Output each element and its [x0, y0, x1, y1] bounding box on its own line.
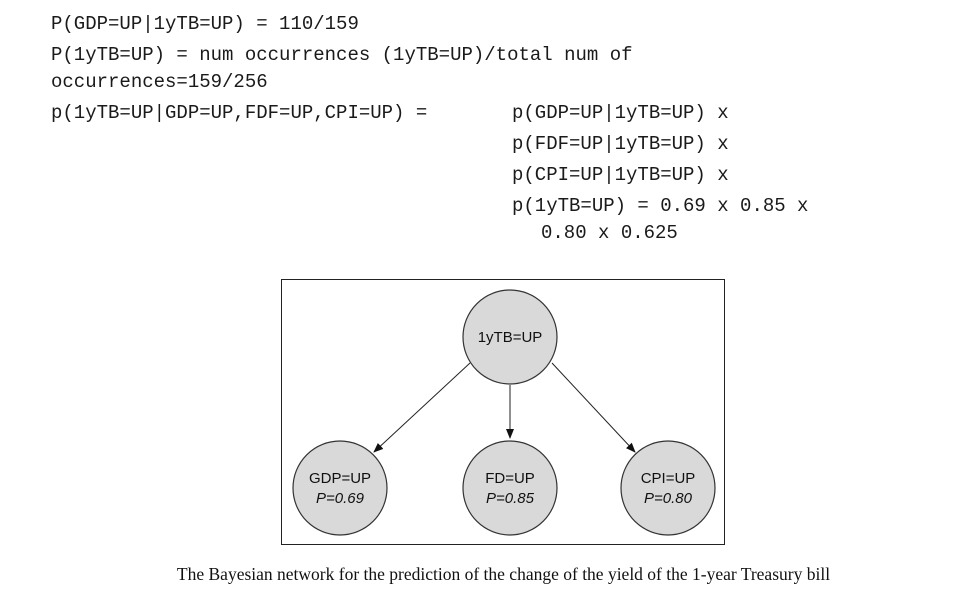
edge-root-to-gdp — [373, 362, 471, 453]
node-fd-prob: P=0.85 — [486, 490, 535, 507]
node-cpi-label: CPI=UP — [641, 470, 696, 487]
node-root-circle — [462, 289, 558, 385]
node-gdp-label: GDP=UP — [309, 470, 371, 487]
bayesian-network-diagram: 1yTB=UP GDP=UP P=0.69 FD=UP P=0.85 CPI=U… — [281, 279, 725, 545]
node-fd: FD=UP P=0.85 — [462, 440, 558, 536]
equation-line-4-right: p(GDP=UP|1yTB=UP) x — [512, 102, 729, 124]
equation-line-7: p(1yTB=UP) = 0.69 x 0.85 x — [512, 195, 809, 217]
node-cpi-prob: P=0.80 — [644, 490, 693, 507]
equation-line-1: P(GDP=UP|1yTB=UP) = 110/159 — [51, 13, 359, 35]
equation-line-3: occurrences=159/256 — [51, 71, 268, 93]
node-gdp-prob: P=0.69 — [316, 490, 365, 507]
node-root: 1yTB=UP — [462, 289, 558, 385]
edge-root-to-cpi — [551, 362, 636, 453]
figure-caption-text: The Bayesian network for the prediction … — [176, 564, 831, 584]
equation-line-4-left: p(1yTB=UP|GDP=UP,FDF=UP,CPI=UP) = — [51, 102, 439, 124]
node-cpi-circle — [620, 440, 716, 536]
figure-caption: The Bayesian network for the prediction … — [0, 564, 953, 585]
node-root-label: 1yTB=UP — [478, 329, 543, 346]
node-fd-circle — [462, 440, 558, 536]
node-cpi: CPI=UP P=0.80 — [620, 440, 716, 536]
equation-line-6: p(CPI=UP|1yTB=UP) x — [512, 164, 729, 186]
equation-line-8: 0.80 x 0.625 — [541, 222, 678, 244]
node-gdp: GDP=UP P=0.69 — [292, 440, 388, 536]
equation-line-5: p(FDF=UP|1yTB=UP) x — [512, 133, 729, 155]
node-fd-label: FD=UP — [485, 470, 535, 487]
bayesian-network-svg: 1yTB=UP GDP=UP P=0.69 FD=UP P=0.85 CPI=U… — [292, 289, 716, 536]
equation-line-2: P(1yTB=UP) = num occurrences (1yTB=UP)/t… — [51, 44, 633, 66]
node-gdp-circle — [292, 440, 388, 536]
